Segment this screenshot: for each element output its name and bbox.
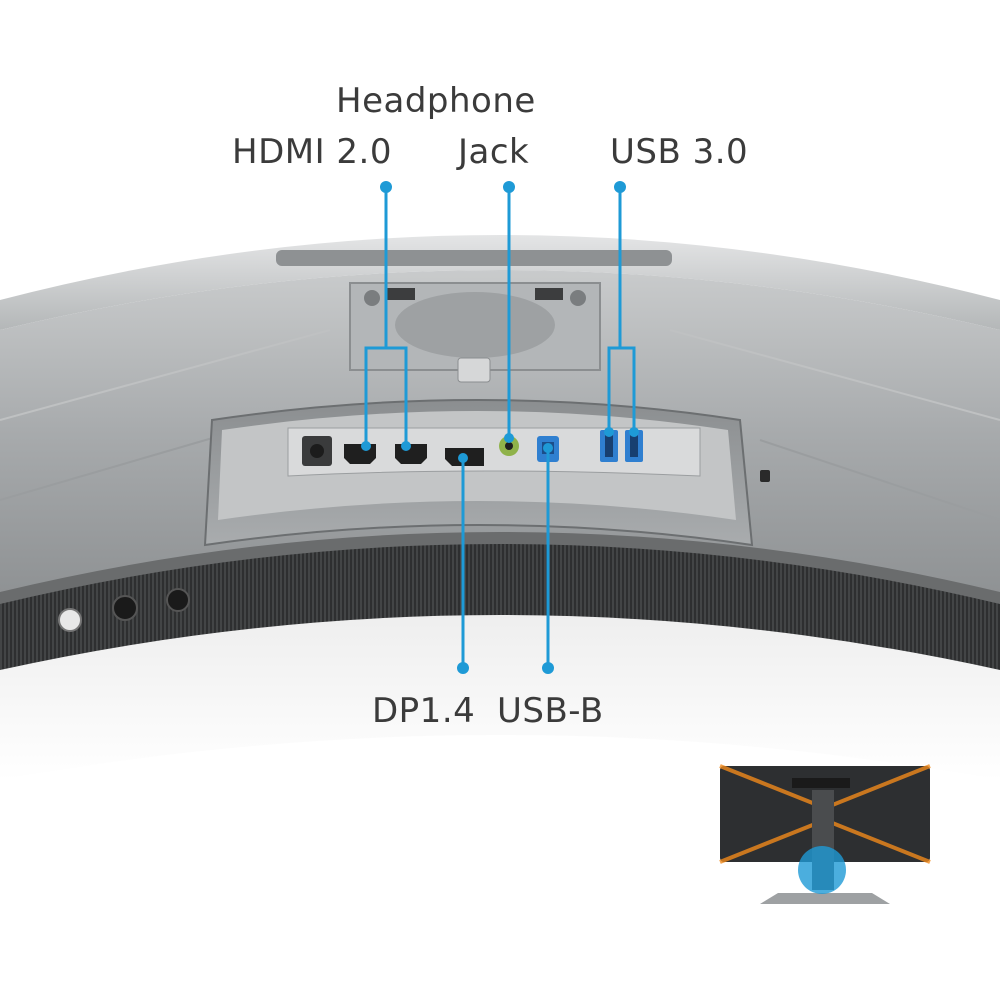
hdmi-port-2 xyxy=(395,444,427,464)
control-button xyxy=(166,588,190,612)
joystick-icon xyxy=(112,595,138,621)
headphone-jack-label-line1: Headphone xyxy=(336,81,536,121)
callouts xyxy=(364,187,636,668)
lock-icon xyxy=(760,470,770,482)
thumbnail-highlight xyxy=(798,846,846,894)
usb-b-label: USB-B xyxy=(497,691,604,731)
monitor-top-surface xyxy=(0,235,1000,330)
mount-recess xyxy=(395,292,555,358)
hdmi-label: HDMI 2.0 xyxy=(232,132,392,172)
hdmi-port-1 xyxy=(344,444,376,464)
callout-dots xyxy=(361,181,639,674)
displayport-label: DP1.4 xyxy=(372,691,476,731)
top-vent xyxy=(276,250,672,266)
monitor-thumbnail xyxy=(719,764,931,904)
power-icon xyxy=(58,608,82,632)
port-plate xyxy=(287,427,701,477)
usb3-label: USB 3.0 xyxy=(610,132,749,172)
headphone-jack-label-line2: Jack xyxy=(458,132,530,172)
bottom-band xyxy=(0,540,1000,670)
